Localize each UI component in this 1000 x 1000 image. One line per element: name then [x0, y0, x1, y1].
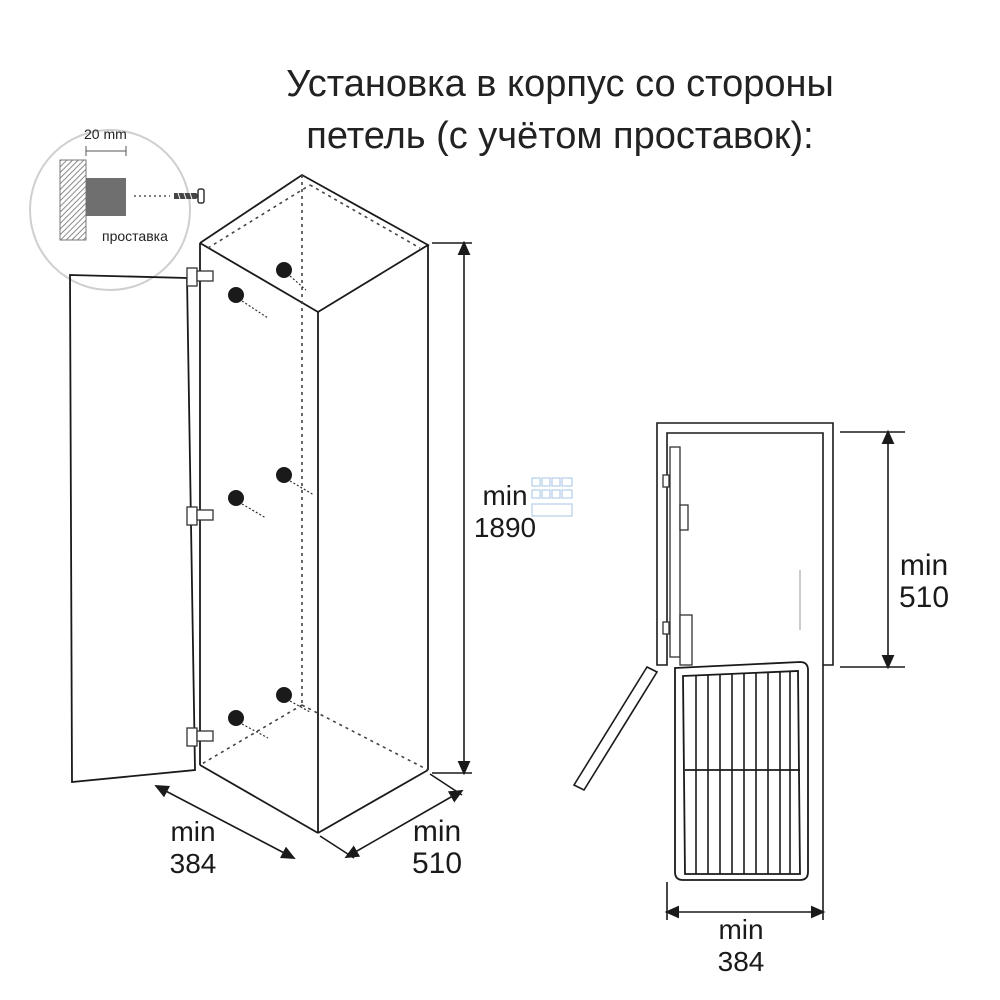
spacers	[228, 262, 315, 739]
door-open	[572, 665, 659, 792]
width-dimension-line-right	[664, 665, 826, 920]
title-line-2: петель (с учётом проставок):	[306, 115, 814, 157]
spacer-icon	[228, 490, 267, 519]
spacer-icon	[276, 467, 315, 496]
depth-right-dimension-label: min 510	[884, 550, 964, 614]
wire-basket	[674, 661, 809, 881]
height-dimension-line	[432, 240, 472, 776]
depth-left-dimension-label: min 510	[402, 816, 472, 880]
width-right-min-text: min	[718, 914, 764, 945]
width-left-dimension-label: min 384	[158, 816, 228, 880]
screw-icon	[174, 188, 205, 204]
depth-dimension-line-right	[840, 429, 905, 670]
height-value-text: 1890	[473, 512, 537, 543]
wall-section	[59, 159, 87, 241]
title-line-1: Установка в корпус со стороны	[286, 63, 834, 105]
depth-dimension-line-left	[319, 773, 464, 859]
spacer-icon	[276, 262, 307, 291]
hinge-icon-middle	[186, 506, 214, 526]
watermark-logo	[531, 477, 573, 517]
cabinet-door	[69, 274, 196, 783]
hinge-icon-bottom	[186, 727, 214, 747]
width-right-dimension-label: min 384	[706, 914, 776, 978]
diagram-title: Установка в корпус со стороны петель (с …	[230, 58, 890, 162]
width-dimension-line-left	[154, 785, 296, 859]
spacer-icon	[228, 287, 269, 319]
cabinet-perspective	[69, 173, 430, 834]
width-left-value-text: 384	[169, 848, 217, 879]
spacer-icon	[228, 710, 269, 739]
depth-left-value-text: 510	[411, 847, 463, 880]
basket-wires	[695, 672, 791, 874]
hinge-icon-top	[186, 267, 214, 287]
spacer-label: проставка	[102, 228, 168, 244]
height-min-text: min	[482, 480, 528, 511]
spacer-block	[86, 178, 126, 216]
depth-right-min-text: min	[899, 549, 949, 582]
width-left-min-text: min	[170, 816, 216, 847]
width-right-value-text: 384	[717, 946, 765, 977]
spacer-detail-inset	[29, 129, 205, 291]
cabinet-hidden-edges	[199, 175, 429, 771]
cabinet-plan-view	[572, 422, 834, 881]
spacer-icon	[276, 687, 311, 713]
depth-right-value-text: 510	[898, 581, 950, 614]
spacer-width-label: 20 mm	[84, 126, 127, 142]
depth-left-min-text: min	[412, 815, 462, 848]
height-dimension-label: min 1890	[470, 480, 540, 544]
